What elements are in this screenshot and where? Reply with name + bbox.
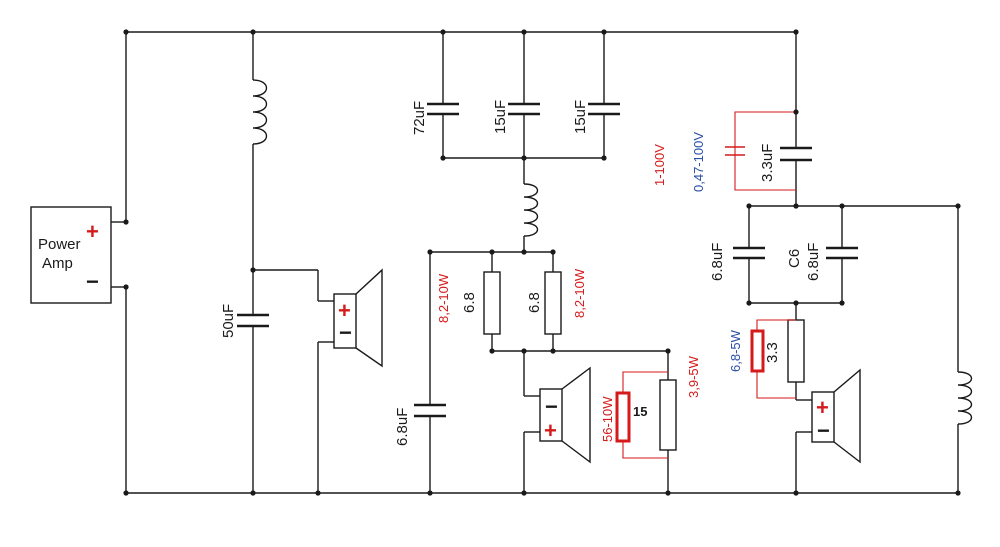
midrange-speaker: − + [539, 366, 591, 464]
c6-label: C6 [786, 249, 803, 268]
mid-resistor-b-label: 6.8 [526, 292, 543, 313]
tweeter-resistor [787, 319, 805, 383]
woofer-minus-sign: − [339, 320, 352, 345]
tweeter-plus-sign: + [816, 395, 829, 420]
tweeter-section: 3.3uF 1-100V 0,47-100V 6.8uF C6 6.8uF 3.… [652, 32, 973, 493]
woofer-plus-sign: + [338, 298, 351, 323]
mid-resistor-a [483, 271, 501, 335]
tweeter-cap-6-8a-label: 6.8uF [709, 243, 726, 281]
power-amp: Power Amp + − [30, 206, 126, 304]
note-0-47-100v: 0,47-100V [691, 132, 706, 192]
mid-resistor-b [544, 271, 562, 335]
mid-cap-72-label: 72uF [411, 101, 428, 135]
note-8-2-10w-b: 8,2-10W [572, 268, 587, 318]
bass-inductor [252, 79, 268, 145]
tweeter-inductor [957, 371, 973, 425]
mid-inductor [523, 183, 539, 237]
amp-label-line2: Amp [42, 255, 73, 272]
bass-section: 50uF + − [220, 32, 383, 493]
mod-resistor-6-8 [750, 329, 765, 373]
note-8-2-10w-a: 8,2-10W [436, 273, 451, 323]
note-56-10w: 56-10W [600, 396, 615, 442]
mid-resistor-l-label: 15 [633, 404, 647, 419]
note-6-8-5w: 6,8-5W [728, 329, 743, 372]
mid-plus-sign: + [544, 418, 557, 443]
mid-minus-sign: − [545, 394, 558, 419]
mid-resistor-a-label: 6.8 [461, 292, 478, 313]
woofer-speaker: + − [333, 268, 383, 368]
note-1-100v: 1-100V [652, 144, 667, 186]
mid-cap-15a-label: 15uF [492, 100, 509, 134]
mid-resistor-l [659, 379, 677, 451]
tweeter-resistor-label: 3.3 [764, 342, 781, 363]
amp-label-line1: Power [38, 236, 81, 253]
mid-shunt-cap-label: 6.8uF [394, 408, 411, 446]
note-3-9-5w: 3,9-5W [686, 355, 701, 398]
mid-cap-15b-label: 15uF [572, 100, 589, 134]
amp-plus-sign: + [86, 219, 99, 244]
tweeter-cap-3-3-label: 3.3uF [759, 144, 776, 182]
junction-dots [123, 29, 961, 496]
main-rails [125, 31, 958, 494]
mod-resistor-56 [615, 391, 631, 443]
tweeter-minus-sign: − [817, 418, 830, 443]
midrange-section: 72uF 15uF 15uF 6.8uF 6.8 8,2-10W 6.8 8,2… [394, 32, 701, 493]
amp-minus-sign: − [86, 269, 99, 294]
tweeter-speaker: + − [811, 368, 861, 464]
tweeter-cap-6-8b-label: 6.8uF [805, 243, 822, 281]
bass-cap-label: 50uF [220, 304, 237, 338]
